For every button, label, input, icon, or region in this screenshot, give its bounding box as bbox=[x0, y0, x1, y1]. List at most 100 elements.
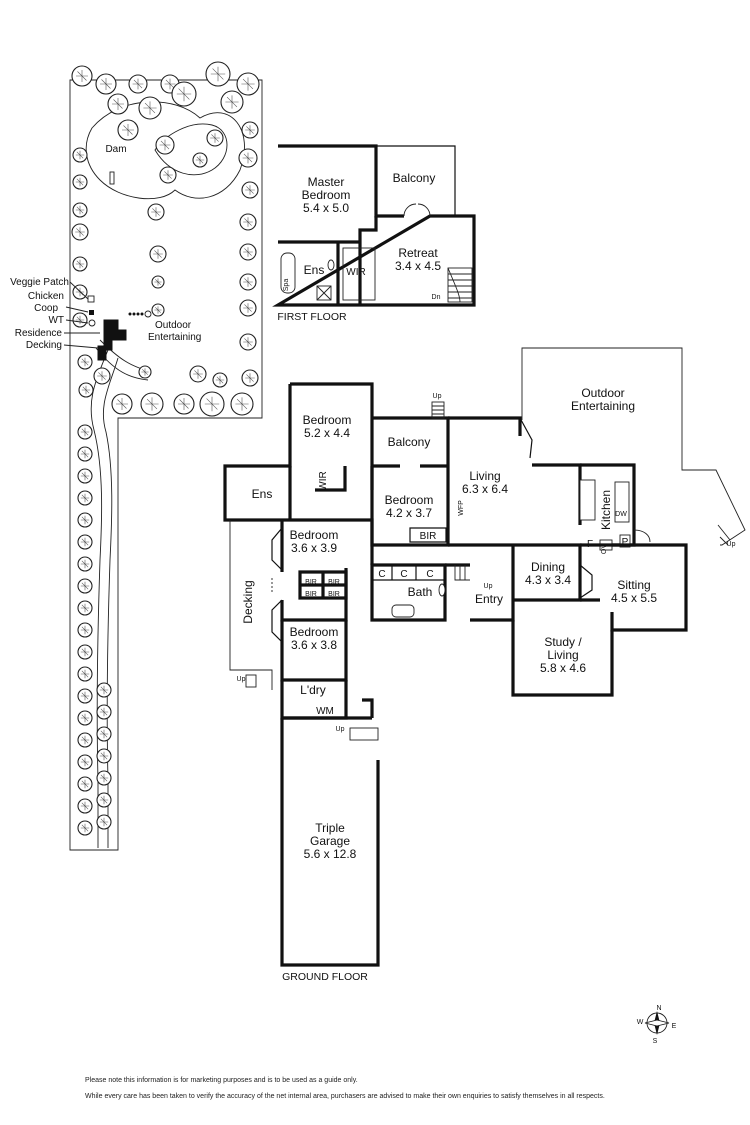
ff-balcony1-name: Balcony bbox=[393, 171, 436, 185]
tree-icon bbox=[205, 61, 231, 87]
gf-garage-name: Triple bbox=[315, 821, 345, 835]
tree-icon bbox=[77, 732, 93, 748]
gf-entry-walls bbox=[445, 545, 515, 622]
tree-icon bbox=[239, 333, 257, 351]
tree-icon bbox=[173, 393, 195, 415]
tree-icon bbox=[77, 644, 93, 660]
gf-ens2-name: Ens bbox=[252, 487, 273, 501]
gf-dining-walls bbox=[513, 543, 582, 602]
tree-icon bbox=[117, 119, 139, 141]
gf-fixture-up-13: Up bbox=[727, 541, 736, 548]
gf-decking-outline bbox=[229, 520, 273, 690]
site-labels: Veggie PatchChickenCoopWTResidenceDeckin… bbox=[10, 277, 100, 351]
tree-icon bbox=[77, 490, 93, 506]
tree-icon bbox=[138, 96, 162, 120]
tree-icon bbox=[77, 776, 93, 792]
gf-fixture-c-6: C bbox=[378, 569, 385, 580]
gf-wir2-name: WIR bbox=[318, 471, 329, 490]
tree-icon bbox=[71, 223, 89, 241]
gf-fixture-bir-4: BIR bbox=[328, 591, 340, 598]
ff-stairs bbox=[447, 267, 473, 303]
tree-icon bbox=[239, 299, 257, 317]
dam-label: Dam bbox=[105, 144, 126, 155]
site-leader-line bbox=[65, 319, 89, 324]
ff-wir-box bbox=[342, 247, 376, 301]
tree-icon bbox=[96, 748, 112, 764]
gf-bedroom4-walls bbox=[280, 620, 348, 682]
outdoor-dots bbox=[128, 310, 152, 318]
gf-garage-dim: 5.6 x 12.8 bbox=[304, 847, 357, 861]
gf-wm-name: WM bbox=[316, 706, 334, 717]
gf-decking-name: Decking bbox=[241, 580, 255, 623]
outdoor-entertaining-site-label: Outdoor bbox=[155, 320, 192, 331]
tree-icon bbox=[140, 392, 164, 416]
tree-icon bbox=[96, 682, 112, 698]
tree-icon bbox=[77, 512, 93, 528]
site-label-4: Residence bbox=[15, 328, 63, 339]
tree-icon bbox=[77, 754, 93, 770]
tree-icon bbox=[96, 814, 112, 830]
tree-icon bbox=[77, 622, 93, 638]
gf-dining-name: Dining bbox=[531, 560, 565, 574]
kitchen-island bbox=[579, 479, 596, 521]
gf-outdoor-name: Outdoor bbox=[581, 386, 624, 400]
tree-icon bbox=[241, 369, 259, 387]
tree-icon bbox=[128, 74, 148, 94]
gf-balcony2-name: Balcony bbox=[388, 435, 431, 449]
gf-garage-name2: Garage bbox=[310, 834, 350, 848]
ff-ens1-name: Ens bbox=[304, 263, 325, 277]
tree-icon bbox=[77, 600, 93, 616]
tree-icon bbox=[159, 166, 177, 184]
tree-icon bbox=[220, 90, 244, 114]
tree-icon bbox=[71, 65, 93, 87]
first-floor-title: FIRST FLOOR bbox=[277, 311, 347, 323]
compass-e: E bbox=[672, 1023, 677, 1030]
compass-w: W bbox=[637, 1019, 644, 1026]
tree-icon bbox=[239, 273, 257, 291]
tree-icon bbox=[96, 792, 112, 808]
tree-icon bbox=[241, 181, 259, 199]
gf-bed3-dim: 3.6 x 3.9 bbox=[291, 541, 337, 555]
gf-entry-name: Entry bbox=[475, 592, 503, 606]
gf-bedroom2-walls bbox=[370, 460, 450, 547]
tree-icon bbox=[72, 147, 88, 163]
tree-icon bbox=[95, 73, 117, 95]
tree-icon bbox=[72, 202, 88, 218]
tree-icon bbox=[206, 129, 224, 147]
gf-living-dim: 6.3 x 6.4 bbox=[462, 482, 508, 496]
gf-bed1-dim: 5.2 x 4.4 bbox=[304, 426, 350, 440]
gf-fixture-wfp-5: WFP bbox=[458, 500, 465, 516]
compass-n: N bbox=[656, 1005, 661, 1012]
gf-steps bbox=[245, 401, 470, 741]
ff-wir1-name: WIR bbox=[346, 267, 365, 278]
tree-icon bbox=[77, 534, 93, 550]
gf-fixture-up-12: Up bbox=[336, 726, 345, 733]
gf-fixture-bir-2: BIR bbox=[328, 579, 340, 586]
tree-icon bbox=[151, 303, 165, 317]
driveway-edge bbox=[102, 357, 119, 848]
tree-icon bbox=[230, 392, 254, 416]
ff-retreat-dim: 3.4 x 4.5 bbox=[395, 259, 441, 273]
dam-inner bbox=[154, 123, 228, 176]
tree-icon bbox=[107, 93, 129, 115]
tree-icon bbox=[147, 203, 165, 221]
dam-outline bbox=[85, 101, 245, 200]
tree-icon bbox=[239, 213, 257, 231]
site-plan: Dam Veggie PatchChickenCoopWTResidenceDe… bbox=[10, 61, 263, 851]
tree-icon bbox=[77, 688, 93, 704]
site-label-5: Decking bbox=[26, 340, 62, 351]
ff-balcony-doors bbox=[403, 203, 431, 217]
gf-sitting-name: Sitting bbox=[617, 578, 650, 592]
gf-fixture-c-7: C bbox=[400, 569, 407, 580]
tree-icon bbox=[77, 798, 93, 814]
tree-icon bbox=[77, 468, 93, 484]
gf-kitchen-name: Kitchen bbox=[599, 490, 613, 530]
gf-bedroom1-walls bbox=[223, 382, 374, 522]
kitchen-bench bbox=[614, 481, 630, 523]
site-boundary bbox=[69, 79, 263, 851]
kitchen-pantry bbox=[619, 534, 631, 548]
tree-icon bbox=[77, 556, 93, 572]
tree-icon bbox=[72, 312, 88, 328]
